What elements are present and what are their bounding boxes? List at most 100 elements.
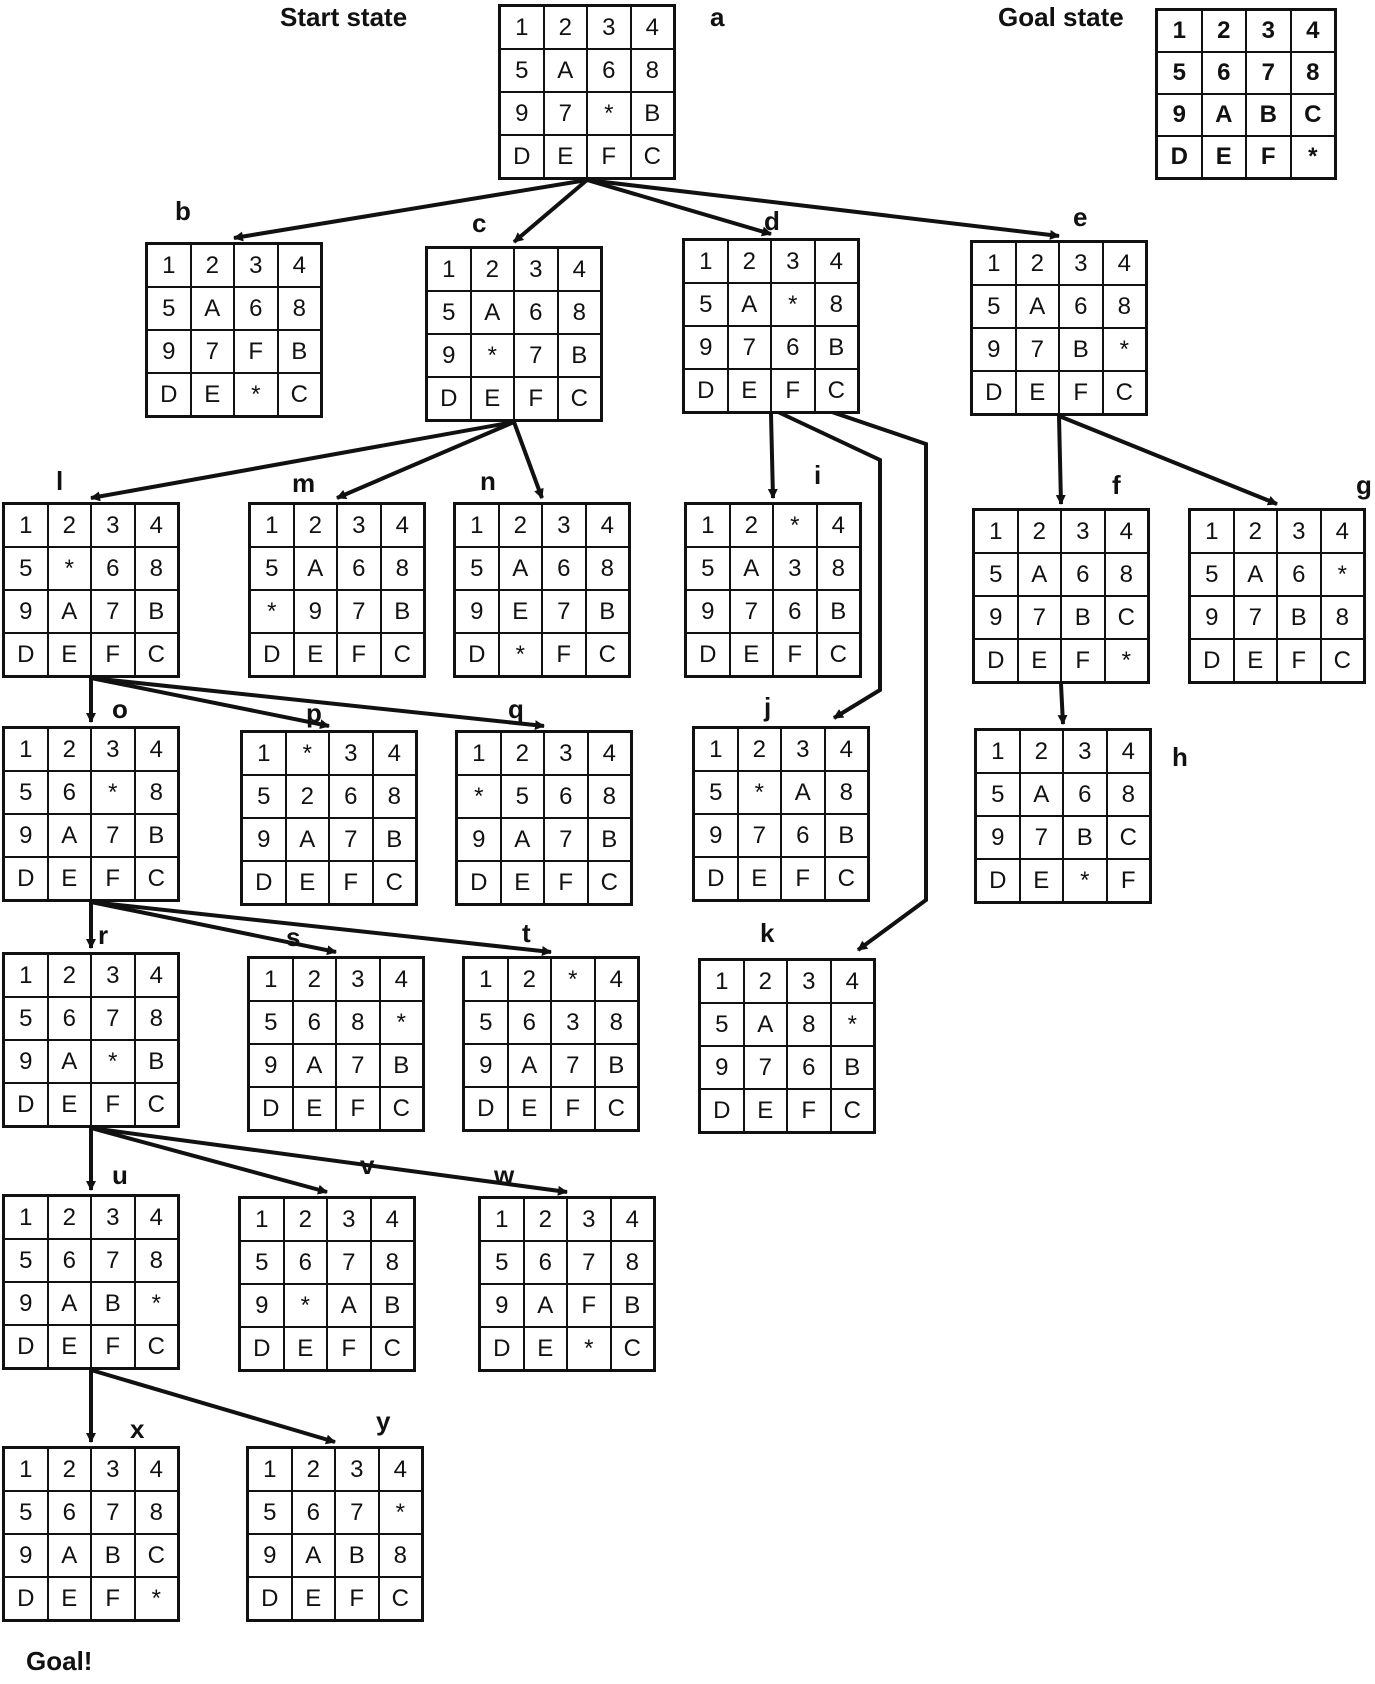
node-o-cell-r2c3: * — [91, 771, 135, 814]
edge-o-t — [90, 900, 552, 956]
node-s-cell-r2c4: * — [379, 1001, 423, 1044]
node-u-cell-r3c1: 9 — [4, 1282, 48, 1325]
node-y-cell-r2c4: * — [378, 1491, 422, 1534]
node-l-cell-r1c3: 3 — [91, 504, 135, 547]
node-t-label: t — [522, 918, 531, 948]
node-p-cell-r1c4: 4 — [372, 732, 416, 775]
node-x-cell-r3c1: 9 — [4, 1534, 48, 1577]
node-s-cell-r3c3: 7 — [336, 1044, 380, 1087]
node-n-cell-r3c4: B — [585, 590, 629, 633]
node-t-cell-r2c4: 8 — [594, 1001, 638, 1044]
node-w-cell-r4c2: E — [523, 1327, 567, 1370]
node-i-cell-r1c2: 2 — [729, 504, 773, 547]
node-c-cell-r2c1: 5 — [427, 291, 471, 334]
node-e-cell-r3c2: 7 — [1015, 328, 1059, 371]
node-l-cell-r2c4: 8 — [134, 547, 178, 590]
node-b-cell-r2c3: 6 — [234, 287, 278, 330]
node-o-cell-r3c3: 7 — [91, 814, 135, 857]
node-w-cell-r2c2: 6 — [523, 1241, 567, 1284]
node-u-cell-r3c2: A — [47, 1282, 91, 1325]
goal-state-cell-r4c1: D — [1157, 136, 1202, 178]
node-m-cell-r1c4: 4 — [380, 504, 424, 547]
node-t-cell-r4c1: D — [464, 1087, 508, 1130]
node-b-cell-r3c2: 7 — [190, 330, 234, 373]
node-n-cell-r2c1: 5 — [455, 547, 499, 590]
node-k-cell-r4c2: E — [743, 1089, 787, 1132]
node-p-cell-r1c3: 3 — [329, 732, 373, 775]
node-s-cell-r1c3: 3 — [336, 958, 380, 1001]
node-m-cell-r4c2: E — [293, 633, 337, 676]
node-e-cell-r2c1: 5 — [972, 285, 1016, 328]
node-o-cell-r4c2: E — [47, 857, 91, 900]
node-w-label: w — [494, 1160, 515, 1190]
node-h-cell-r4c2: E — [1019, 859, 1063, 902]
node-x-cell-r1c4: 4 — [134, 1448, 178, 1491]
node-j-cell-r1c2: 2 — [737, 728, 781, 771]
node-x-cell-r2c1: 5 — [4, 1491, 48, 1534]
node-k-cell-r2c1: 5 — [700, 1003, 744, 1046]
node-x-cell-r2c2: 6 — [47, 1491, 91, 1534]
node-n-cell-r1c2: 2 — [498, 504, 542, 547]
node-h-cell-r2c2: A — [1019, 773, 1063, 816]
node-f-cell-r3c4: C — [1104, 596, 1148, 639]
node-h-cell-r3c3: B — [1063, 816, 1107, 859]
node-t-cell-r3c2: A — [507, 1044, 551, 1087]
node-w-cell-r3c1: 9 — [480, 1284, 524, 1327]
node-u-cell-r2c4: 8 — [134, 1239, 178, 1282]
node-p-cell-r3c1: 9 — [242, 818, 286, 861]
node-a-cell-r2c4: 8 — [630, 49, 674, 92]
node-i-label: i — [814, 460, 822, 490]
node-n-cell-r4c2: * — [498, 633, 542, 676]
goal-state-cell-r3c1: 9 — [1157, 94, 1202, 136]
node-j-cell-r3c4: B — [824, 814, 868, 857]
node-g-cell-r1c4: 4 — [1320, 510, 1364, 553]
node-a-cell-r4c2: E — [543, 135, 587, 178]
node-v-cell-r3c2: * — [283, 1284, 327, 1327]
node-w-cell-r2c3: 7 — [567, 1241, 611, 1284]
node-c-cell-r4c3: F — [514, 377, 558, 420]
node-u-cell-r3c3: B — [91, 1282, 135, 1325]
node-q-cell-r2c3: 6 — [544, 775, 588, 818]
node-f-cell-r1c2: 2 — [1017, 510, 1061, 553]
node-c-cell-r4c2: E — [470, 377, 514, 420]
node-m-cell-r2c3: 6 — [337, 547, 381, 590]
node-j-cell-r2c4: 8 — [824, 771, 868, 814]
node-y-cell-r4c4: C — [378, 1577, 422, 1620]
node-t-cell-r2c1: 5 — [464, 1001, 508, 1044]
node-c-cell-r1c1: 1 — [427, 248, 471, 291]
node-h-cell-r1c1: 1 — [976, 730, 1020, 773]
goal-state-cell-r3c2: A — [1201, 94, 1246, 136]
node-v-label: v — [360, 1150, 375, 1180]
node-v-cell-r2c2: 6 — [283, 1241, 327, 1284]
node-m-cell-r4c4: C — [380, 633, 424, 676]
node-x-cell-r3c4: C — [134, 1534, 178, 1577]
edge-f-h — [1057, 683, 1068, 725]
node-m-cell-r1c3: 3 — [337, 504, 381, 547]
node-b-cell-r4c2: E — [190, 373, 234, 416]
node-q-cell-r1c4: 4 — [587, 732, 631, 775]
node-y-cell-r3c2: A — [291, 1534, 335, 1577]
node-q-cell-r4c3: F — [544, 861, 588, 904]
node-h-cell-r1c3: 3 — [1063, 730, 1107, 773]
node-i-cell-r1c4: 4 — [816, 504, 860, 547]
node-n-label: n — [480, 466, 496, 496]
node-q-cell-r4c2: E — [500, 861, 544, 904]
goal-state-cell-r2c4: 8 — [1290, 52, 1335, 94]
node-i-cell-r2c1: 5 — [686, 547, 730, 590]
node-h-cell-r3c2: 7 — [1019, 816, 1063, 859]
node-n-cell-r4c1: D — [455, 633, 499, 676]
node-f-cell-r2c2: A — [1017, 553, 1061, 596]
node-o-cell-r3c4: B — [134, 814, 178, 857]
node-q-cell-r1c1: 1 — [457, 732, 501, 775]
node-h-cell-r2c4: 8 — [1106, 773, 1150, 816]
node-k-cell-r4c3: F — [787, 1089, 831, 1132]
node-c-cell-r4c1: D — [427, 377, 471, 420]
node-p-cell-r1c2: * — [285, 732, 329, 775]
node-e-cell-r3c1: 9 — [972, 328, 1016, 371]
node-q-cell-r3c4: B — [587, 818, 631, 861]
node-r-cell-r1c4: 4 — [134, 954, 178, 997]
node-h-cell-r1c2: 2 — [1019, 730, 1063, 773]
